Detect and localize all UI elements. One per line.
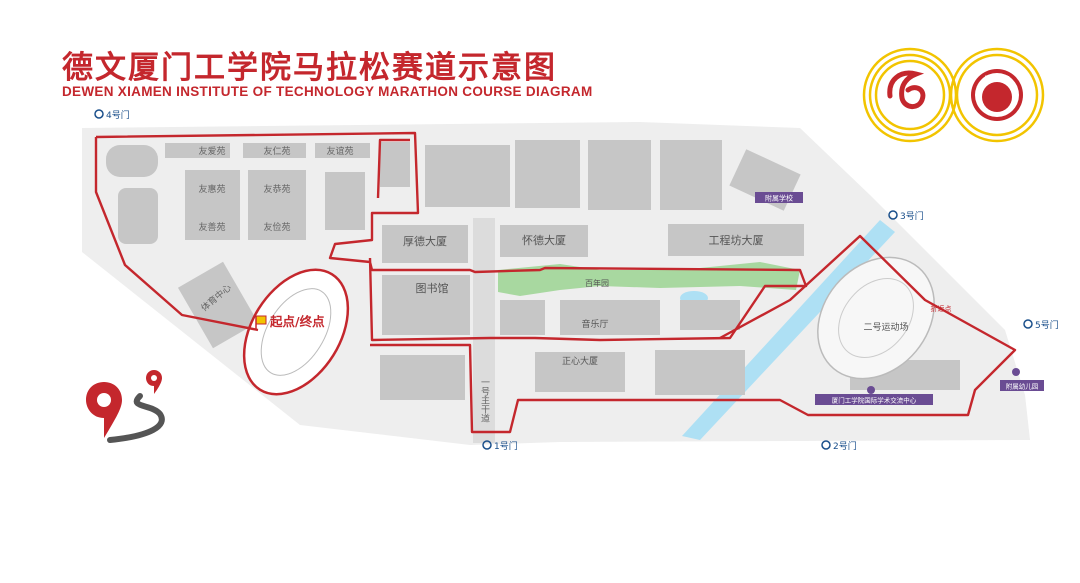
- gate-3: 3号门: [888, 210, 924, 222]
- houde-label: 厚德大厦: [403, 234, 447, 248]
- main-road-label: 一号主干道: [479, 378, 490, 424]
- map-subtitle: DEWEN XIAMEN INSTITUTE OF TECHNOLOGY MAR…: [62, 84, 593, 99]
- school-badge: [755, 192, 803, 203]
- intl-center-badge: [815, 394, 933, 405]
- location-pin-icon: [86, 370, 165, 443]
- playground-2: [817, 256, 935, 380]
- school-label: 附属学校: [765, 194, 793, 203]
- location-dot: [867, 386, 875, 394]
- start-finish-flag-icon: [255, 315, 267, 330]
- gate-2: 2号门: [821, 440, 857, 452]
- kindergarten-label: 附属幼儿园: [1006, 382, 1039, 391]
- start-finish-label: 起点/终点: [269, 314, 325, 329]
- dragon-icon: [887, 70, 926, 109]
- youyu-label: 友谊苑: [326, 145, 353, 157]
- youren-label: 友仁苑: [263, 145, 290, 157]
- main-road: [473, 218, 495, 443]
- gate-2-label: 2号门: [833, 440, 857, 452]
- map-title: 德文厦门工学院马拉松赛道示意图: [62, 50, 557, 86]
- pavilion-label: 百年园: [585, 278, 609, 288]
- location-dot: [1012, 368, 1020, 376]
- zhengxin-label: 正心大厦: [562, 355, 598, 367]
- gongcheng-label: 工程坊大厦: [709, 233, 764, 247]
- youhui-label: 友惠苑: [198, 183, 225, 195]
- anniversary-logo: 厦门工学院: [862, 47, 1045, 143]
- youai-label: 友爱苑: [198, 145, 225, 157]
- gate-5: 5号门: [1023, 319, 1059, 331]
- gate-3-label: 3号门: [900, 210, 924, 222]
- youshan-label: 友善苑: [198, 221, 225, 233]
- yougong-label: 友恭苑: [263, 183, 290, 195]
- music-label: 音乐厅: [581, 318, 608, 330]
- playground-1: [242, 268, 350, 396]
- gate-1-label: 1号门: [494, 440, 518, 452]
- intl-center-label: 厦门工学院国际学术交流中心: [832, 396, 917, 405]
- badge-text: 厦门工学院: [984, 75, 1009, 82]
- marathon-route: [94, 131, 1017, 434]
- youjian-label: 友俭苑: [263, 221, 290, 233]
- playground2-label: 二号运动场: [863, 322, 908, 333]
- gate-5-label: 5号门: [1035, 319, 1059, 331]
- building-blocks: [106, 140, 960, 400]
- gate-4-label: 4号门: [106, 109, 130, 121]
- turnaround-label: 折返点: [931, 304, 952, 313]
- library-label: 图书馆: [416, 281, 449, 295]
- huaide-label: 怀德大厦: [522, 233, 566, 247]
- gate-1: 1号门: [482, 440, 518, 452]
- gate-4: 4号门: [94, 109, 130, 121]
- kindergarten-badge: [1000, 380, 1044, 391]
